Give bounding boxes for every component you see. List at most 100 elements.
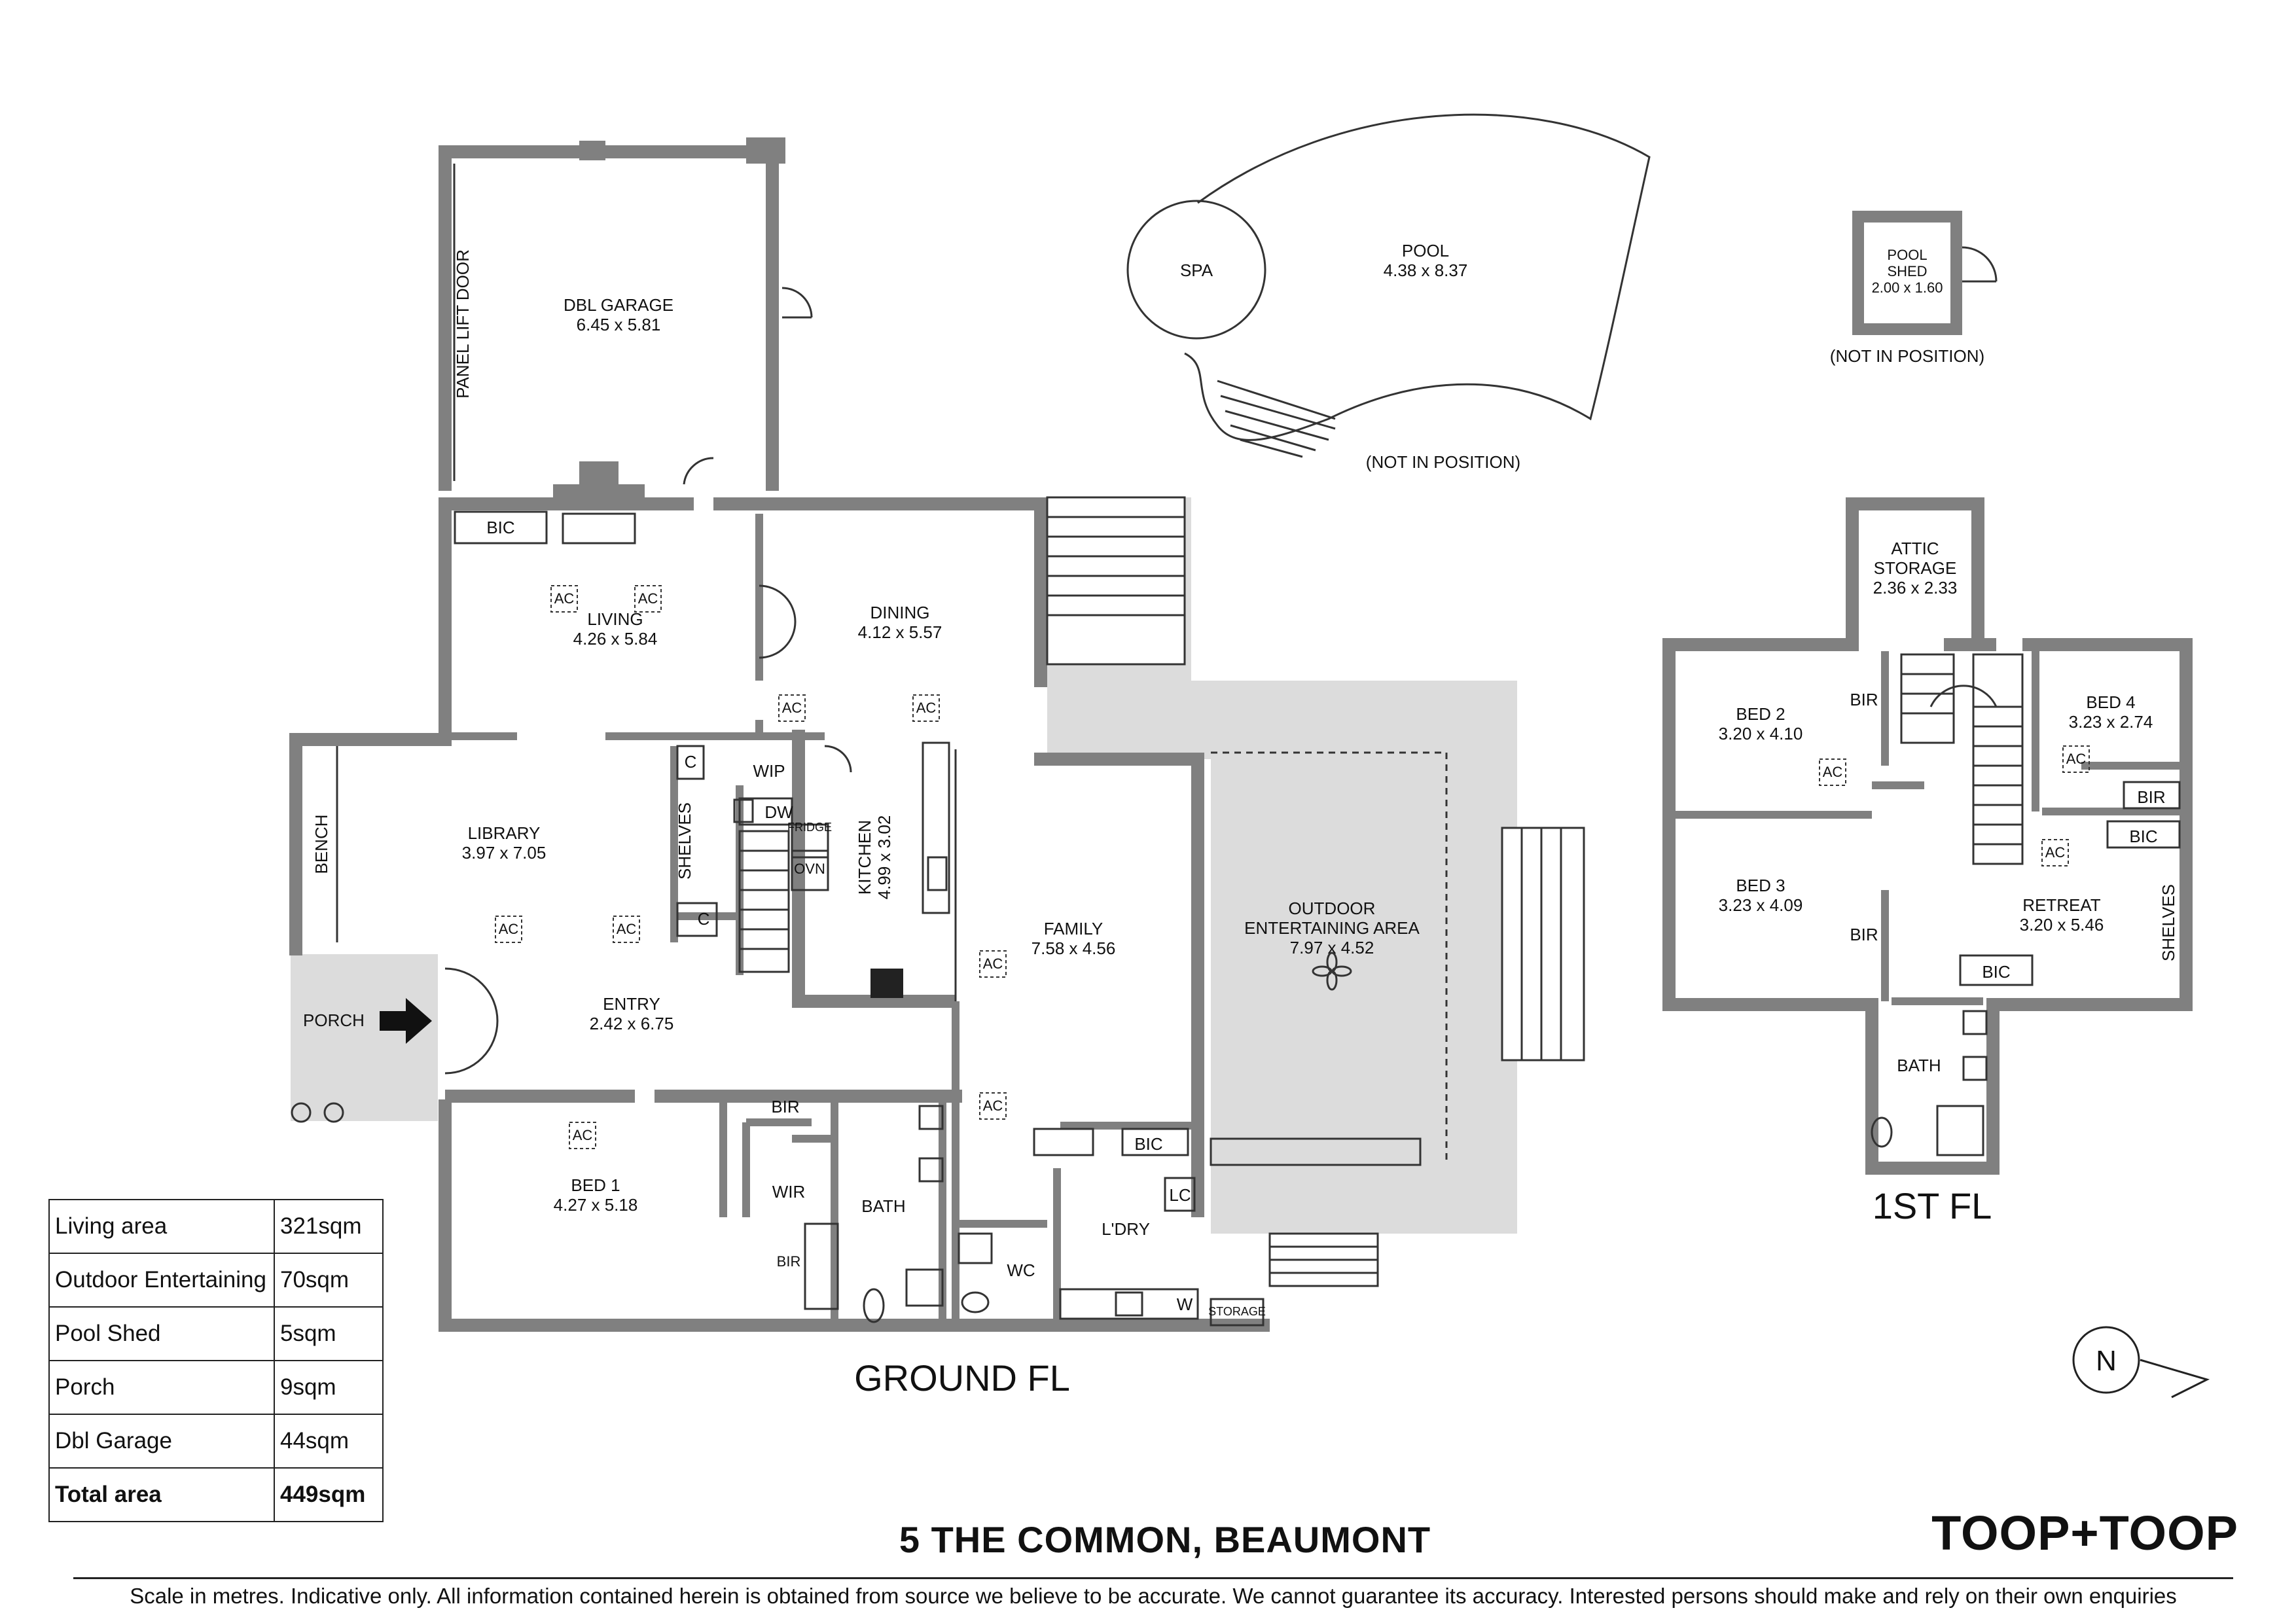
spa-outline: [1126, 200, 1266, 340]
attic-size: 2.36 x 2.33: [1873, 578, 1958, 597]
living-size: 4.26 x 5.84: [573, 629, 658, 649]
living-bic-label: BIC: [486, 518, 514, 537]
area-total-label: Total area: [48, 1467, 275, 1522]
first-floor-stairs: [1900, 653, 2024, 865]
library-size: 3.97 x 7.05: [462, 843, 547, 863]
laundry-label: L'DRY: [1102, 1219, 1150, 1239]
porch-area: [291, 954, 438, 1121]
entry-size: 2.42 x 6.75: [590, 1014, 674, 1033]
area-label: Porch: [48, 1360, 275, 1415]
outdoor-stairs-bottom: [1268, 1232, 1379, 1287]
attic-name2: STORAGE: [1874, 558, 1957, 578]
area-label: Pool Shed: [48, 1306, 275, 1361]
wc-label: WC: [1007, 1260, 1035, 1280]
bed4-bir-label: BIR: [2137, 787, 2165, 807]
library-shelves-label: SHELVES: [675, 802, 694, 880]
disclaimer-text: Scale in metres. Indicative only. All in…: [130, 1584, 2177, 1608]
bed3-bir-label: BIR: [1850, 925, 1878, 944]
garage-name: DBL GARAGE: [564, 295, 673, 315]
outdoor-size: 7.97 x 4.52: [1290, 938, 1374, 957]
storage-label: STORAGE: [1208, 1305, 1266, 1318]
fridge-label: FRIDGE: [787, 821, 832, 834]
pool-group: SPA POOL 4.38 x 8.37 (NOT IN POSITION): [1126, 113, 1651, 472]
ceiling-fan-icon: [1312, 952, 1352, 991]
kitchen-name: KITCHEN: [855, 820, 874, 895]
pool-shed-group: POOL SHED 2.00 x 1.60 (NOT IN POSITION): [1830, 211, 1998, 366]
north-compass-icon: N: [2072, 1326, 2210, 1399]
area-value: 9sqm: [274, 1360, 384, 1415]
living-name: LIVING: [587, 609, 643, 629]
outdoor-name: OUTDOOR: [1289, 899, 1376, 918]
svg-text:AC: AC: [617, 921, 637, 937]
bed4-size: 3.23 x 2.74: [2069, 712, 2153, 732]
entry-name: ENTRY: [603, 994, 660, 1014]
pool-shed-not-in-position: (NOT IN POSITION): [1830, 346, 1984, 366]
svg-text:AC: AC: [2066, 751, 2087, 767]
pool-steps: [1217, 380, 1336, 458]
pool-shed-name: POOL: [1887, 247, 1927, 263]
internal-stairs: [738, 830, 790, 973]
outdoor-stairs-top: [1046, 496, 1186, 666]
lc-label: LC: [1169, 1185, 1191, 1205]
family-bic-label: BIC: [1134, 1134, 1162, 1154]
bed3-size: 3.23 x 4.09: [1719, 895, 1803, 915]
wir-bir-label: BIR: [777, 1253, 801, 1270]
area-label: Outdoor Entertaining: [48, 1253, 275, 1308]
kitchen-size: 4.99 x 3.02: [874, 815, 894, 900]
bed1-name: BED 1: [571, 1175, 620, 1195]
area-value: 321sqm: [274, 1199, 384, 1254]
ac-markers-ground: AC AC AC AC AC AC AC AC AC: [495, 585, 1007, 1149]
ovn-label: OVN: [794, 861, 825, 877]
attic-name: ATTIC: [1891, 539, 1939, 558]
footer-divider: [73, 1577, 2233, 1579]
pool-name: POOL: [1402, 241, 1449, 260]
area-value: 44sqm: [274, 1414, 384, 1469]
bed2-bir-label: BIR: [1850, 690, 1878, 709]
outdoor-name2: ENTERTAINING AREA: [1244, 918, 1420, 938]
outdoor-entertaining-area: [1047, 497, 1517, 1234]
area-label: Living area: [48, 1199, 275, 1254]
spa-label: SPA: [1180, 260, 1213, 280]
first-floor: ATTIC STORAGE 2.36 x 2.33 BED 2 3.20 x 4…: [1662, 497, 2193, 1175]
retreat-name: RETREAT: [2022, 895, 2101, 915]
retreat-shelves-label: SHELVES: [2159, 884, 2178, 961]
bed2-name: BED 2: [1736, 704, 1785, 724]
garage-size: 6.45 x 5.81: [577, 315, 661, 334]
retreat-size: 3.20 x 5.46: [2020, 915, 2104, 935]
svg-text:AC: AC: [1823, 764, 1843, 780]
wir-label: WIR: [772, 1182, 806, 1202]
svg-text:AC: AC: [554, 590, 575, 607]
retreat-bic-bottom-label: BIC: [1982, 962, 2010, 982]
library-name: LIBRARY: [468, 823, 541, 843]
svg-text:AC: AC: [638, 590, 658, 607]
svg-text:AC: AC: [2045, 844, 2066, 861]
svg-text:AC: AC: [983, 1097, 1003, 1114]
family-name: FAMILY: [1044, 919, 1103, 938]
brand-logo: TOOP+TOOP: [1931, 1506, 2238, 1560]
compass-label: N: [2096, 1345, 2117, 1377]
ground-bath-label: BATH: [861, 1196, 905, 1216]
svg-text:AC: AC: [573, 1127, 593, 1143]
area-label: Dbl Garage: [48, 1414, 275, 1469]
dining-name: DINING: [870, 603, 930, 622]
first-floor-label: 1ST FL: [1873, 1185, 1992, 1226]
bed4-name: BED 4: [2086, 692, 2135, 712]
svg-text:AC: AC: [916, 700, 937, 716]
pool-not-in-position: (NOT IN POSITION): [1366, 452, 1520, 472]
area-total-value: 449sqm: [274, 1467, 384, 1522]
family-size: 7.58 x 4.56: [1031, 938, 1116, 958]
property-address: 5 THE COMMON, BEAUMONT: [899, 1519, 1431, 1560]
bench-label: BENCH: [312, 814, 331, 874]
first-bath-label: BATH: [1897, 1056, 1941, 1075]
entry-arrow-icon: [380, 998, 432, 1044]
svg-text:AC: AC: [983, 955, 1003, 972]
